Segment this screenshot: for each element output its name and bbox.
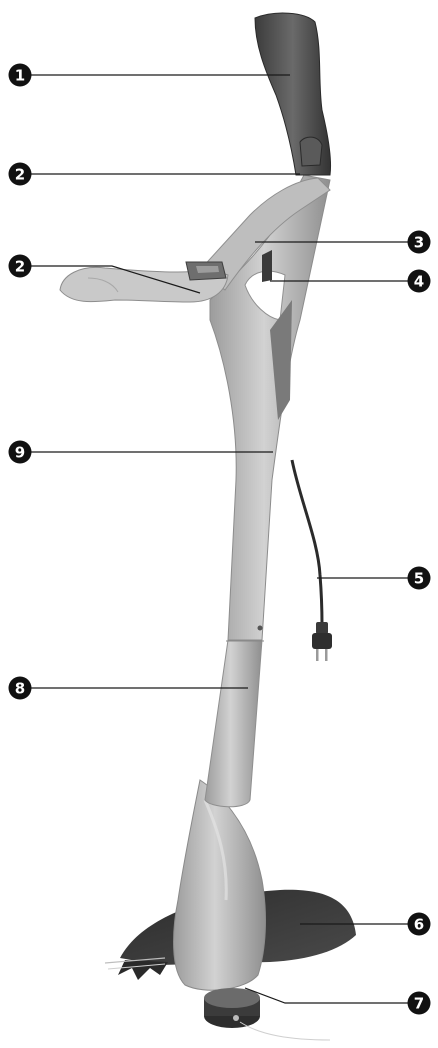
svg-text:1: 1 (15, 67, 25, 85)
trimmer-line (240, 1022, 330, 1040)
trigger-switch (262, 250, 272, 282)
callout-9: 9 (9, 441, 32, 464)
plug-prong (325, 649, 328, 661)
callout-8: 8 (9, 677, 32, 700)
lower-shaft (205, 640, 262, 807)
plug-body (312, 633, 332, 649)
svg-text:6: 6 (414, 916, 424, 934)
callout-2b: 2 (9, 255, 32, 278)
svg-text:2: 2 (15, 258, 25, 276)
callout-7: 7 (408, 992, 431, 1015)
svg-text:2: 2 (15, 166, 25, 184)
callout-3: 3 (408, 231, 431, 254)
motor-housing (174, 780, 266, 990)
svg-text:9: 9 (15, 444, 25, 462)
svg-text:4: 4 (414, 273, 424, 291)
plug-prong (316, 649, 319, 661)
svg-text:5: 5 (414, 570, 424, 588)
power-cord (292, 460, 332, 661)
shaft-screw (258, 626, 263, 631)
leader-line-7 (245, 988, 410, 1003)
callout-2a: 2 (9, 163, 32, 186)
svg-text:7: 7 (414, 995, 424, 1013)
svg-text:8: 8 (15, 680, 25, 698)
callout-6: 6 (408, 913, 431, 936)
callout-4: 4 (408, 270, 431, 293)
guard-teeth (118, 960, 168, 980)
callout-5: 5 (408, 567, 431, 590)
svg-text:3: 3 (414, 234, 424, 252)
plug-collar (316, 622, 328, 634)
callout-1: 1 (9, 64, 32, 87)
lock-button (300, 137, 322, 166)
